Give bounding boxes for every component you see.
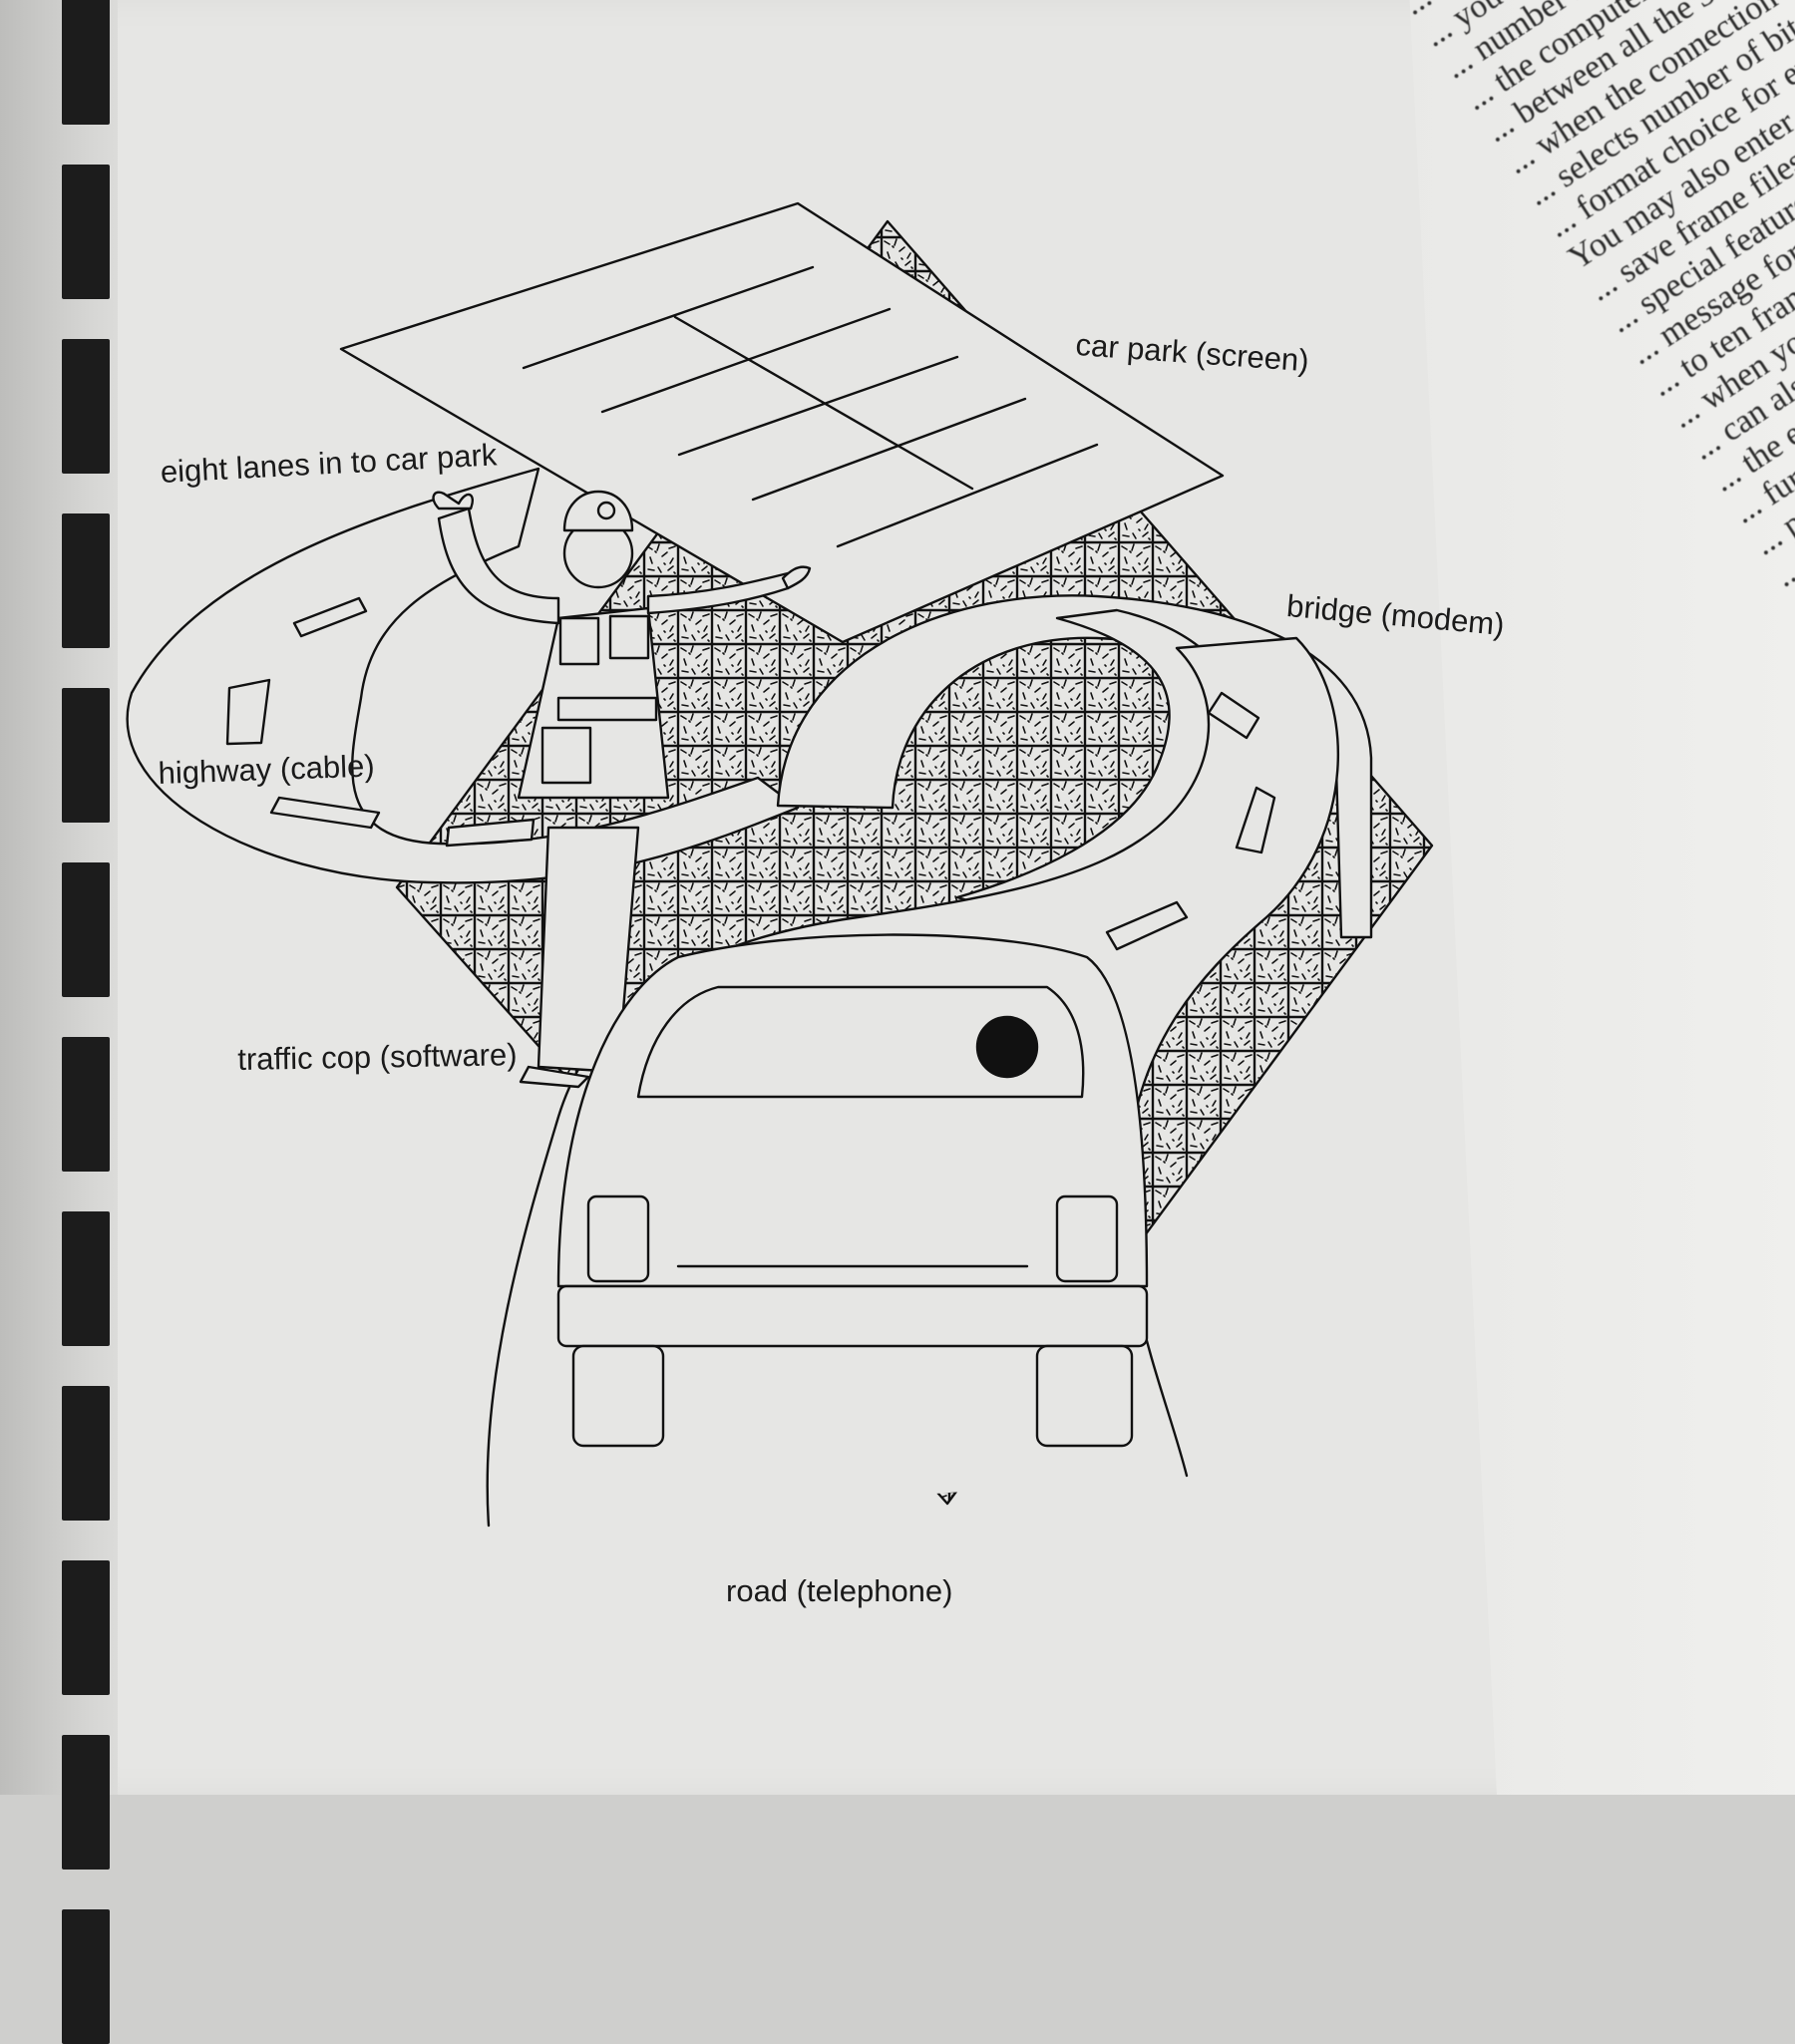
computer-communication-analogy-illustration <box>0 0 1795 1795</box>
label-road: road (telephone) <box>726 1573 953 1609</box>
label-highway: highway (cable) <box>158 748 375 792</box>
binding-hole <box>62 1909 110 2044</box>
label-traffic-cop: traffic cop (software) <box>237 1037 518 1078</box>
